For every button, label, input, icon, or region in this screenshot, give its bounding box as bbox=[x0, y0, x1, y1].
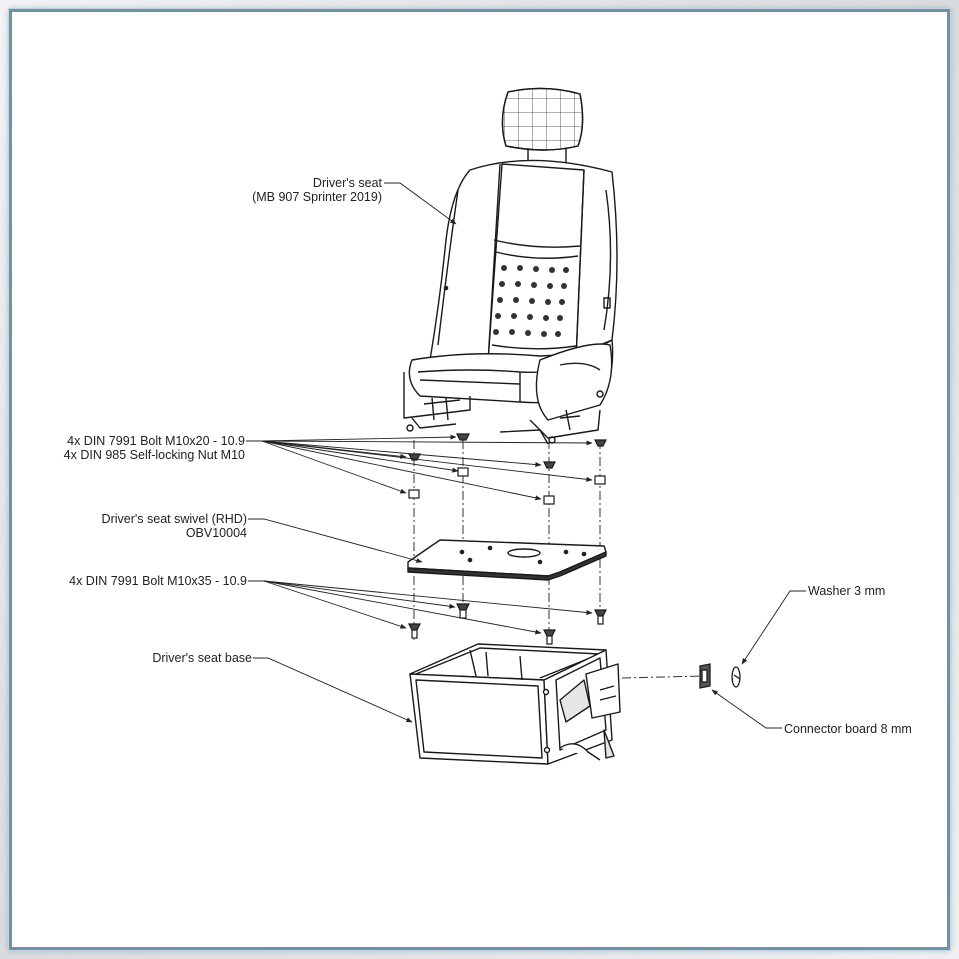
bolt-upper bbox=[408, 433, 607, 469]
label-drivers-seat-line2: (MB 907 Sprinter 2019) bbox=[252, 190, 382, 204]
diagram-panel bbox=[9, 9, 950, 950]
label-seat-base-line1: Driver's seat base bbox=[152, 651, 252, 665]
nut-upper bbox=[408, 467, 606, 505]
label-bolts-lower: 4x DIN 7991 Bolt M10x35 - 10.9 bbox=[20, 574, 247, 588]
headrest bbox=[501, 87, 584, 164]
leader-lines bbox=[246, 182, 806, 729]
label-bolts-lower-line1: 4x DIN 7991 Bolt M10x35 - 10.9 bbox=[69, 574, 247, 588]
connector-board bbox=[699, 663, 711, 689]
label-bolts-upper-line2: 4x DIN 985 Self-locking Nut M10 bbox=[63, 448, 245, 462]
bolts-and-nuts bbox=[408, 433, 607, 645]
label-drivers-seat-line1: Driver's seat bbox=[312, 176, 382, 190]
drivers-seat bbox=[403, 87, 618, 445]
washer bbox=[731, 666, 741, 688]
label-swivel: Driver's seat swivel (RHD) OBV10004 bbox=[40, 512, 247, 540]
seat-base-box bbox=[409, 643, 621, 765]
label-swivel-line1: Driver's seat swivel (RHD) bbox=[101, 512, 247, 526]
label-drivers-seat: Driver's seat (MB 907 Sprinter 2019) bbox=[200, 176, 382, 204]
bolt-lower bbox=[408, 603, 607, 645]
label-seat-base: Driver's seat base bbox=[60, 651, 252, 665]
label-bolts-upper: 4x DIN 7991 Bolt M10x20 - 10.9 4x DIN 98… bbox=[20, 434, 245, 462]
seat-swivel-plate bbox=[407, 539, 607, 581]
label-washer: Washer 3 mm bbox=[808, 584, 885, 598]
label-swivel-line2: OBV10004 bbox=[185, 526, 247, 540]
label-connector-board: Connector board 8 mm bbox=[784, 722, 912, 736]
label-washer-line1: Washer 3 mm bbox=[808, 584, 886, 598]
label-bolts-upper-line1: 4x DIN 7991 Bolt M10x20 - 10.9 bbox=[67, 434, 245, 448]
label-connector-board-line1: Connector board 8 mm bbox=[784, 722, 912, 736]
backrest-perforations bbox=[493, 265, 569, 337]
